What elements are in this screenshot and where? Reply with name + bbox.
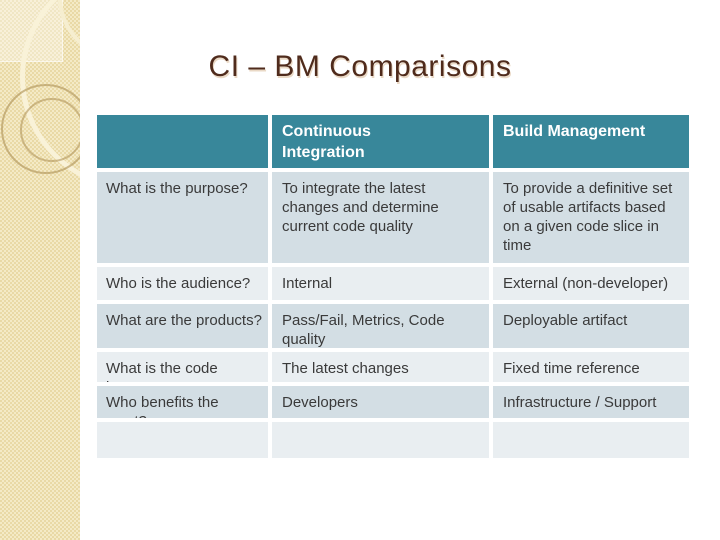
bm-value-cell: Fixed time reference xyxy=(493,352,689,382)
ci-value-cell: Pass/Fail, Metrics, Code quality xyxy=(272,304,489,348)
ci-value-cell xyxy=(272,422,489,458)
ci-value-cell: The latest changes xyxy=(272,352,489,382)
question-cell xyxy=(97,422,268,458)
question-cell: Who is the audience? xyxy=(97,267,268,300)
ci-value-cell: Developers xyxy=(272,386,489,418)
question-cell: What is the code base? xyxy=(97,352,268,382)
sidebar-ring-outer xyxy=(1,84,80,174)
decorative-sidebar xyxy=(0,0,80,540)
sidebar-ring-inner xyxy=(20,98,80,162)
question-cell: What are the products? xyxy=(97,304,268,348)
bm-value-cell: To provide a definitive set of usable ar… xyxy=(493,172,689,263)
ci-value-cell: To integrate the latest changes and dete… xyxy=(272,172,489,263)
header-cell-continuous-integration: Continuous Integration xyxy=(272,115,489,168)
comparison-table: Continuous Integration Build Management … xyxy=(97,115,689,458)
bm-value-cell: External (non-developer) xyxy=(493,267,689,300)
slide-title: CI – BM Comparisons xyxy=(208,50,512,83)
question-cell: Who benefits the most? xyxy=(97,386,268,418)
ci-value-cell: Internal xyxy=(272,267,489,300)
question-cell: What is the purpose? xyxy=(97,172,268,263)
bm-value-cell xyxy=(493,422,689,458)
bm-value-cell: Deployable artifact xyxy=(493,304,689,348)
bm-value-cell: Infrastructure / Support xyxy=(493,386,689,418)
header-cell-blank xyxy=(97,115,268,168)
header-cell-build-management: Build Management xyxy=(493,115,689,168)
